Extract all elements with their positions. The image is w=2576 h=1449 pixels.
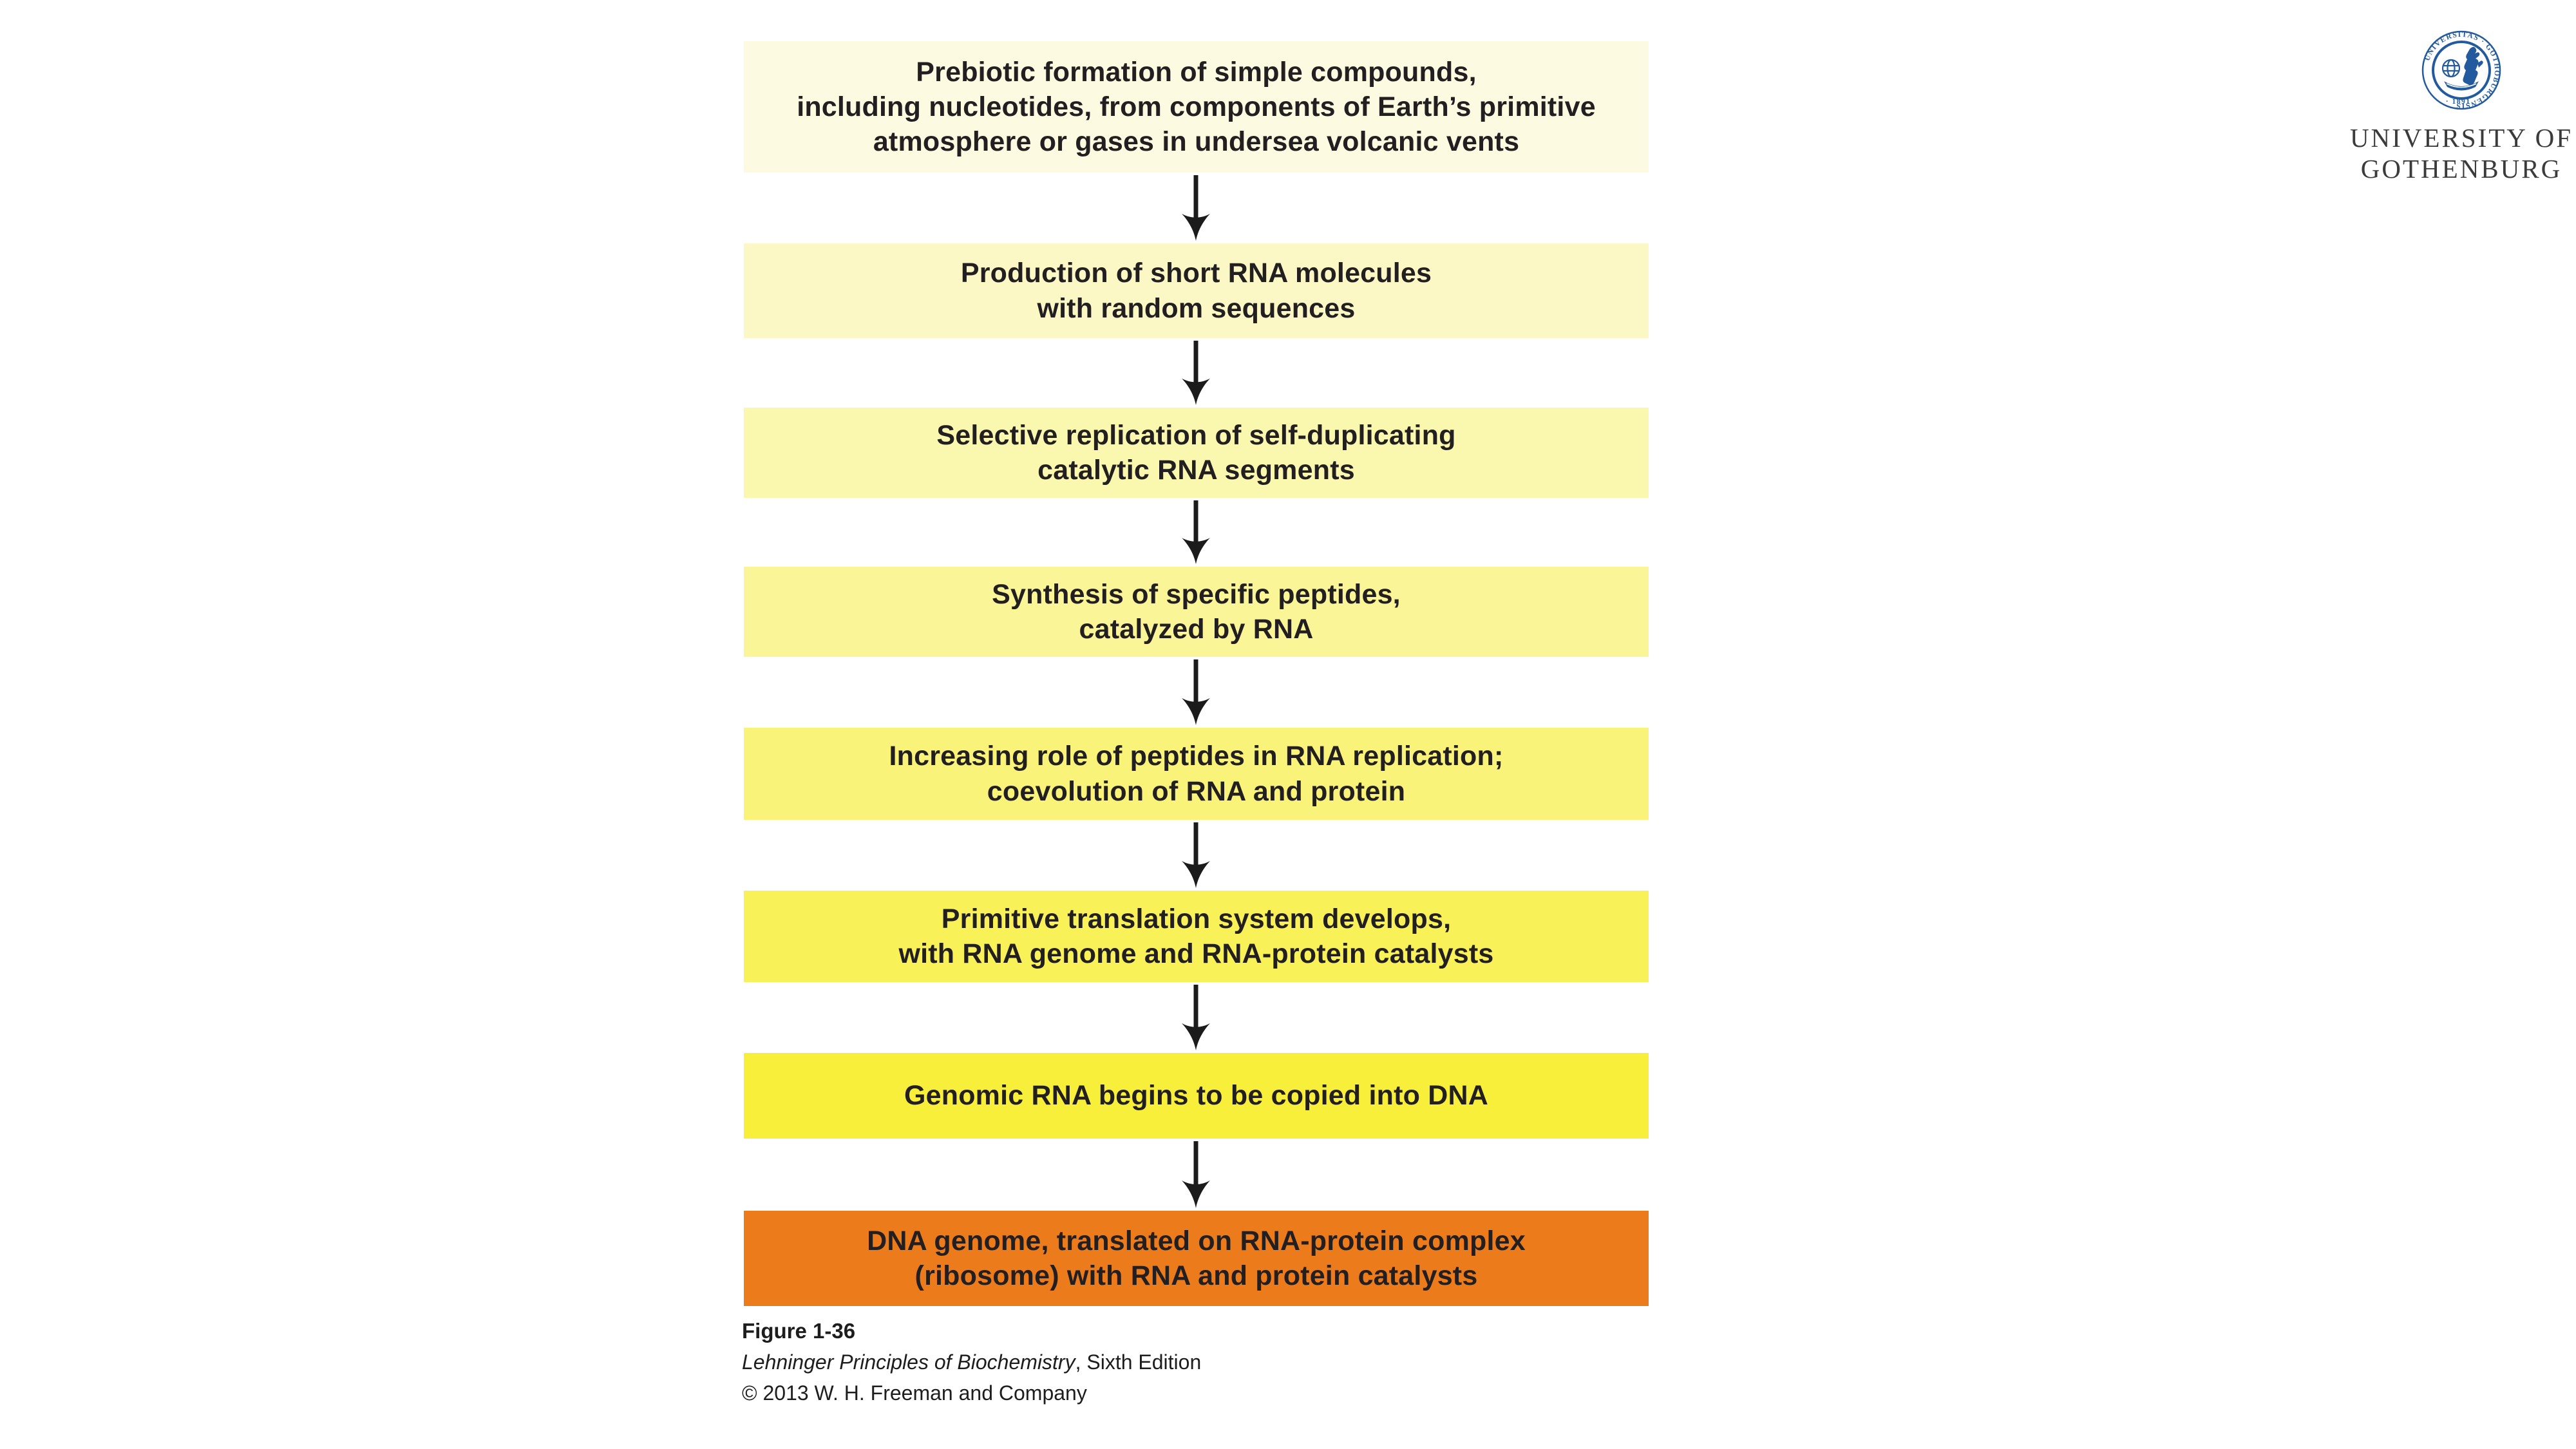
university-of-gothenburg-wordmark: UNIVERSITY OF GOTHENBURG xyxy=(2333,122,2576,184)
figure-caption: Figure 1-36 Lehninger Principles of Bioc… xyxy=(742,1320,1201,1403)
figure-number: Figure 1-36 xyxy=(742,1319,856,1343)
seal-lion-icon xyxy=(2463,46,2483,86)
wordmark-line1: UNIVERSITY OF xyxy=(2349,123,2573,153)
down-arrow-icon xyxy=(1175,500,1217,564)
down-arrow-icon xyxy=(1175,175,1217,241)
flow-step-8: DNA genome, translated on RNA-protein co… xyxy=(744,1211,1649,1306)
figure-copyright: © 2013 W. H. Freeman and Company xyxy=(742,1381,1087,1405)
flow-step-2: Production of short RNA molecules with r… xyxy=(744,243,1649,338)
flow-step-8-label: DNA genome, translated on RNA-protein co… xyxy=(867,1225,1526,1291)
flow-step-7: Genomic RNA begins to be copied into DNA xyxy=(744,1053,1649,1139)
flow-step-1: Prebiotic formation of simple compounds,… xyxy=(744,41,1649,173)
down-arrow-icon xyxy=(1175,341,1217,405)
flow-step-6: Primitive translation system develops, w… xyxy=(744,891,1649,982)
down-arrow-icon xyxy=(1175,1141,1217,1208)
flow-step-7-label: Genomic RNA begins to be copied into DNA xyxy=(904,1080,1489,1112)
flow-step-4: Synthesis of specific peptides, catalyze… xyxy=(744,567,1649,657)
flow-step-4-label: Synthesis of specific peptides, catalyze… xyxy=(992,578,1401,645)
down-arrow-icon xyxy=(1175,985,1217,1050)
flow-step-1-label: Prebiotic formation of simple compounds,… xyxy=(797,56,1596,158)
flow-step-2-label: Production of short RNA molecules with r… xyxy=(960,258,1432,324)
book-title: Lehninger Principles of Biochemistry xyxy=(742,1350,1075,1374)
university-of-gothenburg-seal-icon: UNIVERSITAS · GOTHOBURGENSIS · 1891 · xyxy=(2421,30,2502,111)
flow-step-6-label: Primitive translation system develops, w… xyxy=(898,903,1494,969)
flow-step-3: Selective replication of self-duplicatin… xyxy=(744,408,1649,498)
flow-step-5-label: Increasing role of peptides in RNA repli… xyxy=(889,741,1504,807)
down-arrow-icon xyxy=(1175,822,1217,888)
flow-step-5: Increasing role of peptides in RNA repli… xyxy=(744,728,1649,820)
figure-source: Lehninger Principles of Biochemistry, Si… xyxy=(742,1352,1201,1372)
seal-globe-icon xyxy=(2441,59,2461,78)
down-arrow-icon xyxy=(1175,659,1217,725)
seal-year-text: · 1891 · xyxy=(2446,98,2477,106)
book-edition: , Sixth Edition xyxy=(1075,1350,1202,1374)
flow-step-3-label: Selective replication of self-duplicatin… xyxy=(936,419,1456,486)
seal-ship-icon xyxy=(2444,81,2479,91)
wordmark-line2: GOTHENBURG xyxy=(2360,154,2562,184)
